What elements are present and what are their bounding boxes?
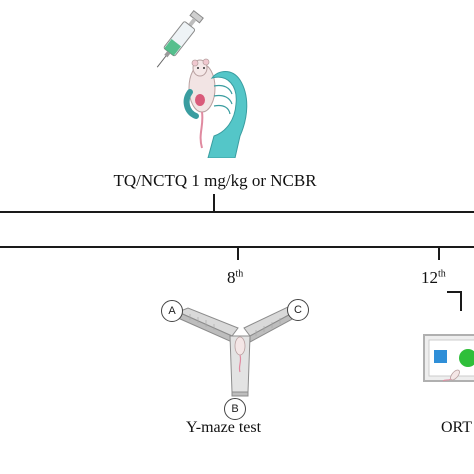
treatment-connector <box>213 194 215 212</box>
week-suffix: th <box>438 268 446 280</box>
object-circle <box>459 349 474 367</box>
injection-illustration <box>156 9 248 158</box>
week-number: 12 <box>421 268 438 287</box>
treatment-bracket-line <box>0 211 474 213</box>
arm-b-label: B <box>224 398 246 420</box>
ort-bracket-top <box>447 291 461 293</box>
timeline-tick-8 <box>237 246 239 260</box>
arena-mouse-icon <box>442 369 460 382</box>
treatment-label: TQ/NCTQ 1 mg/kg or NCBR <box>113 171 317 190</box>
ort-arena-illustration <box>423 334 474 382</box>
mouse-icon <box>188 58 216 149</box>
timeline-tick-12 <box>438 246 440 260</box>
glove-hand-icon <box>183 71 248 158</box>
arm-c-label: C <box>287 299 309 321</box>
week-suffix: th <box>235 268 244 280</box>
arm-a-label: A <box>161 300 183 322</box>
syringe-icon <box>156 9 204 68</box>
ymaze-illustration <box>176 305 300 397</box>
timeline-label-8: 8th <box>227 268 243 288</box>
ort-label: ORT <box>441 419 473 436</box>
timeline-label-12: 12th <box>421 268 446 288</box>
object-square <box>434 350 447 363</box>
maze-mouse-icon <box>234 336 246 373</box>
ort-bracket-side <box>460 291 462 311</box>
ymaze-test-label: Y-maze test <box>186 419 262 436</box>
week-number: 8 <box>227 268 236 287</box>
